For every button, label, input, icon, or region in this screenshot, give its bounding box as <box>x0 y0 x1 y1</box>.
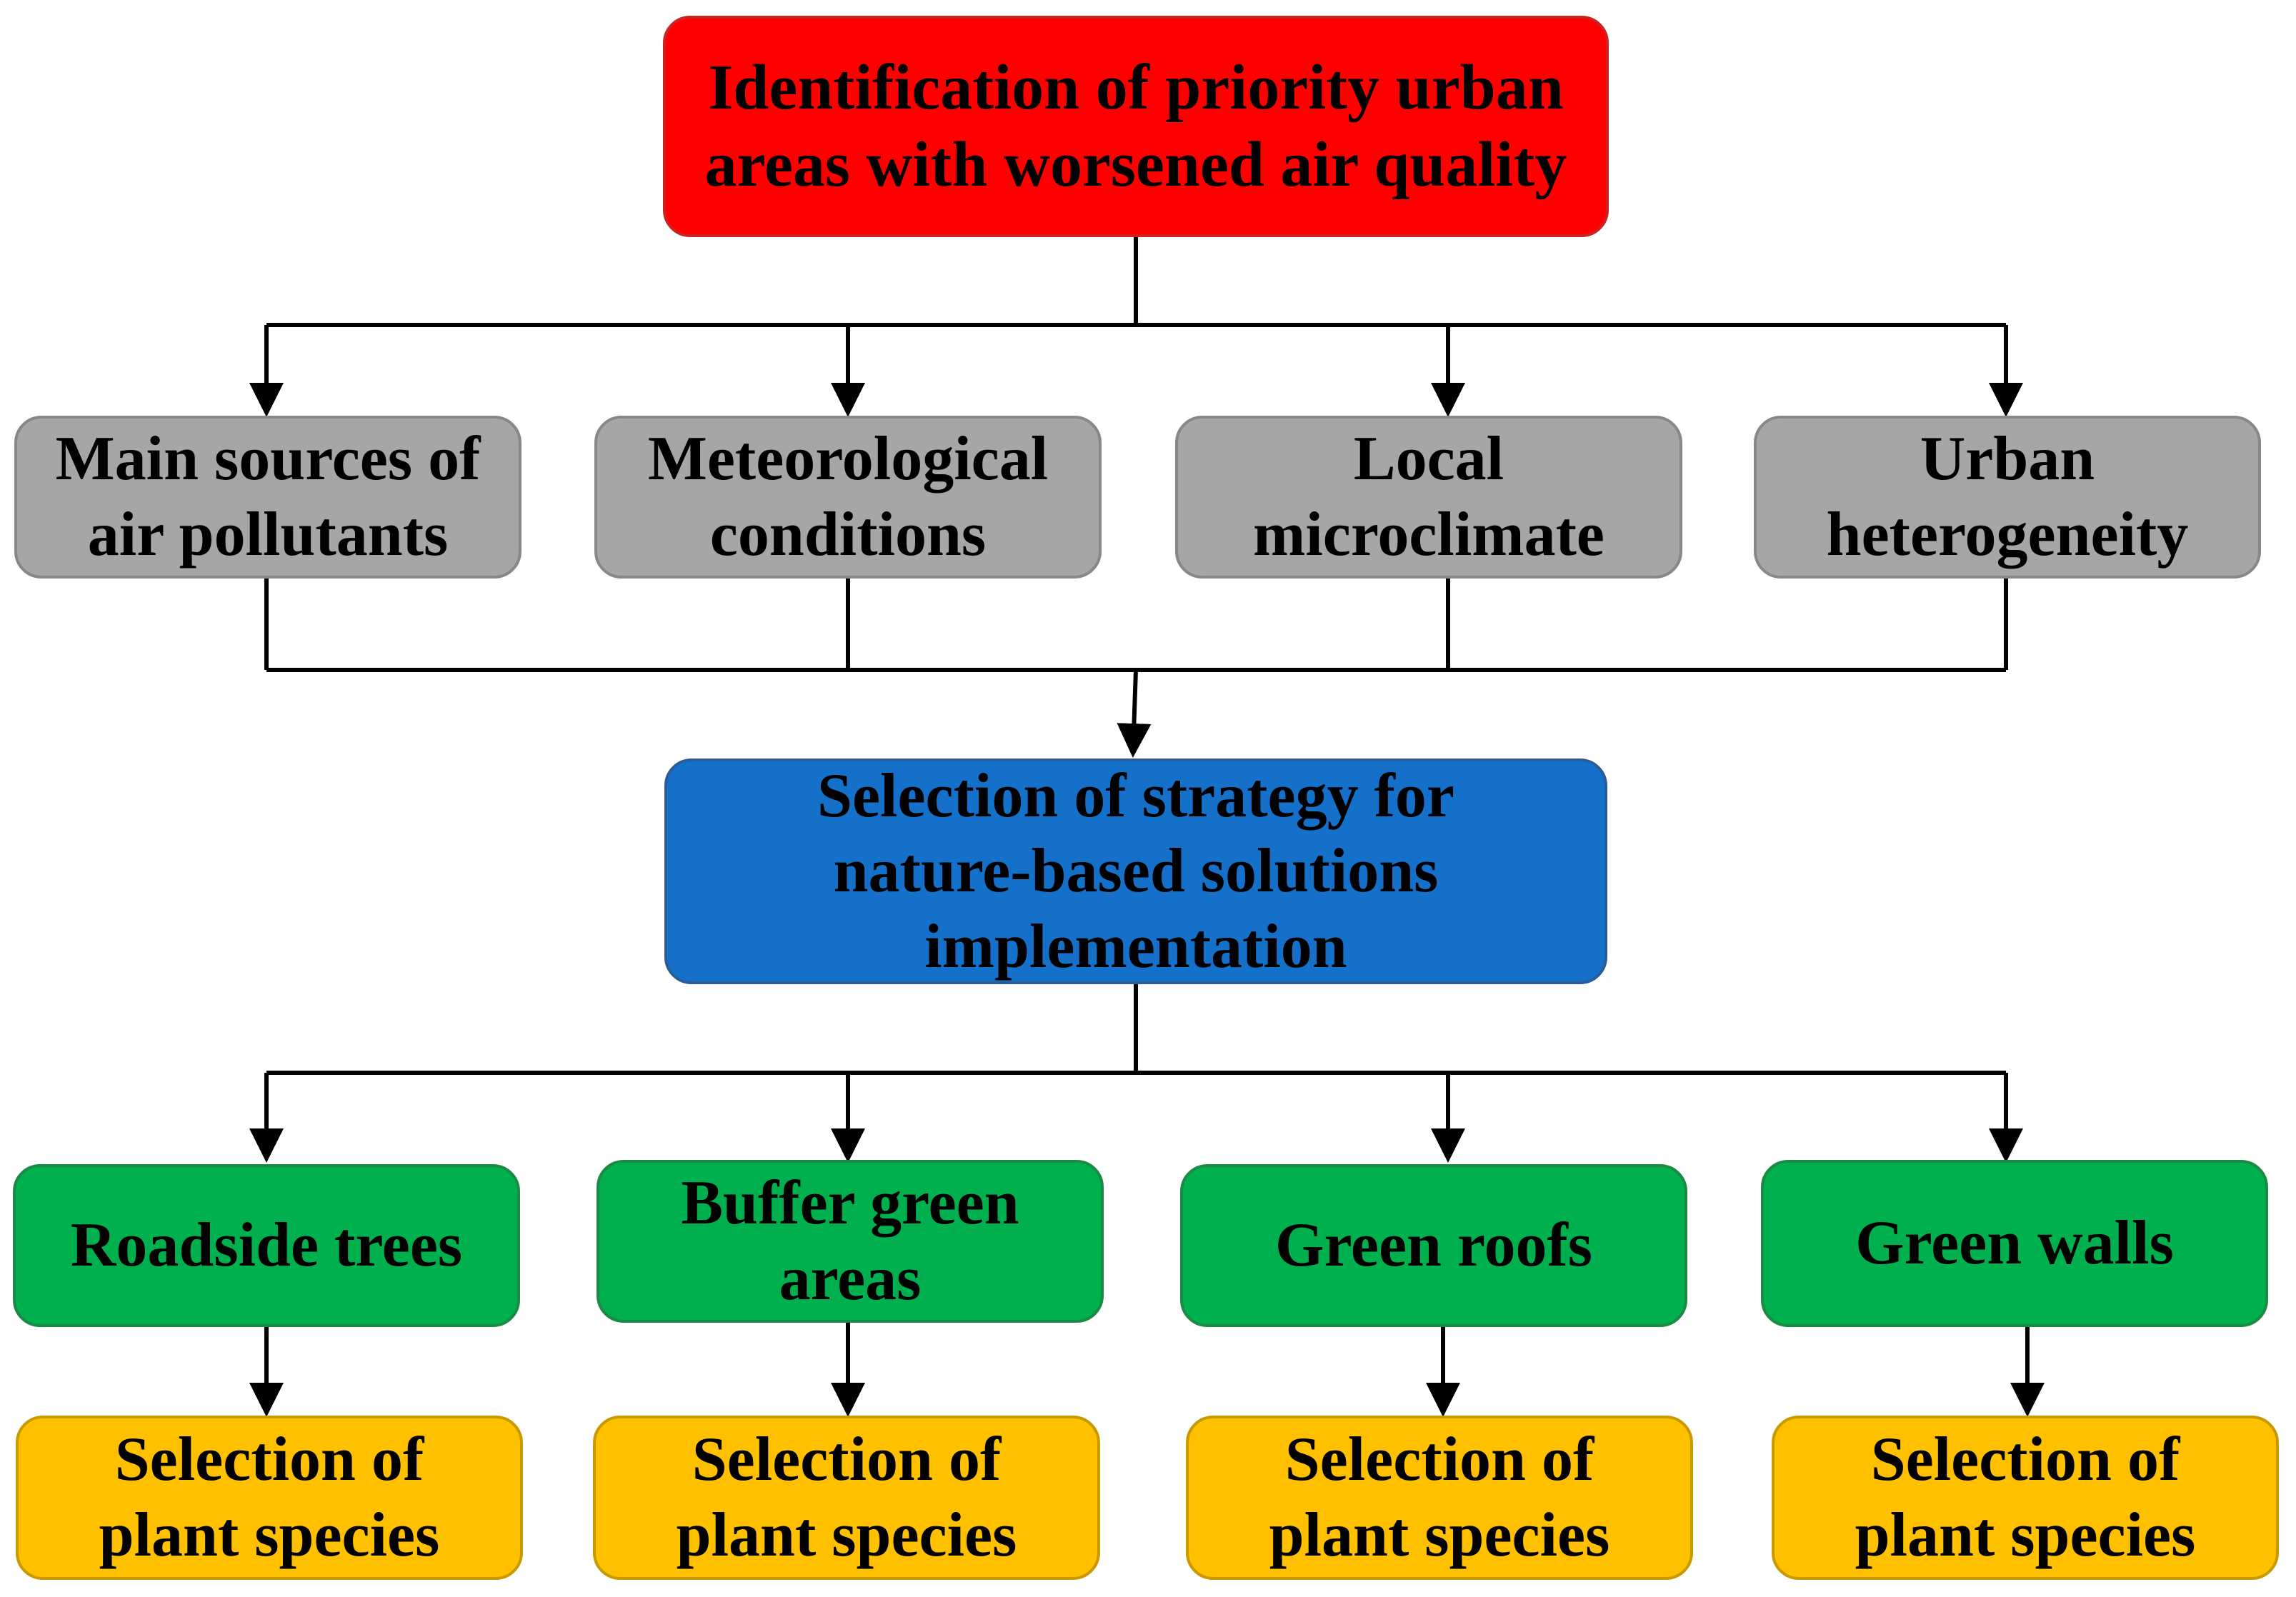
node-priority-areas-line1: Identification of priority urban <box>708 52 1564 123</box>
node-factor-2-line1: Meteorological <box>647 424 1049 494</box>
node-solution-2-line2: areas <box>779 1244 922 1313</box>
node-factor-4-line2: heterogeneity <box>1826 500 2189 569</box>
node-solution-2-line1: Buffer green <box>681 1168 1019 1238</box>
node-priority-areas-line2: areas with worsened air quality <box>704 129 1567 200</box>
node-species-1-line2: plant species <box>99 1501 440 1570</box>
node-strategy-line1: Selection of strategy for <box>817 761 1454 831</box>
node-species-2-line2: plant species <box>676 1501 1017 1570</box>
node-strategy-selection: Selection of strategy for nature-based s… <box>664 759 1607 984</box>
node-solution-4-line1: Green walls <box>1855 1208 2174 1278</box>
node-factor-meteorological: Meteorological conditions <box>594 416 1102 579</box>
node-solution-green-walls: Green walls <box>1761 1160 2268 1327</box>
node-solution-roadside-trees: Roadside trees <box>13 1164 520 1327</box>
node-species-3: Selection of plant species <box>1186 1416 1693 1580</box>
node-factor-2-line2: conditions <box>709 500 987 569</box>
node-solution-3-line1: Green roofs <box>1275 1211 1592 1281</box>
node-solution-buffer-green-areas: Buffer green areas <box>597 1160 1104 1323</box>
node-species-2-line1: Selection of <box>692 1425 1002 1495</box>
node-strategy-line2: nature-based solutions <box>833 836 1439 906</box>
node-factor-microclimate: Local microclimate <box>1175 416 1682 579</box>
node-species-3-line2: plant species <box>1269 1501 1610 1570</box>
node-species-2: Selection of plant species <box>593 1416 1100 1580</box>
node-solution-1-line1: Roadside trees <box>70 1211 463 1281</box>
node-factor-1-line2: air pollutants <box>87 500 449 569</box>
node-species-4-line2: plant species <box>1855 1501 2196 1570</box>
node-strategy-line3: implementation <box>924 911 1347 981</box>
arrow-to-strategy <box>1117 669 1152 758</box>
node-priority-areas: Identification of priority urban areas w… <box>663 16 1609 237</box>
node-species-1-line1: Selection of <box>114 1425 424 1495</box>
node-factor-air-pollutants: Main sources of air pollutants <box>14 416 521 579</box>
node-factor-3-line2: microclimate <box>1253 500 1604 569</box>
node-species-1: Selection of plant species <box>16 1416 523 1580</box>
node-factor-4-line1: Urban <box>1920 424 2095 494</box>
node-factor-heterogeneity: Urban heterogeneity <box>1754 416 2261 579</box>
node-factor-3-line1: Local <box>1353 424 1504 494</box>
node-species-4: Selection of plant species <box>1772 1416 2279 1580</box>
node-species-3-line1: Selection of <box>1284 1425 1594 1495</box>
node-factor-1-line1: Main sources of <box>55 424 481 494</box>
node-solution-green-roofs: Green roofs <box>1180 1164 1687 1327</box>
node-species-4-line1: Selection of <box>1870 1425 2180 1495</box>
